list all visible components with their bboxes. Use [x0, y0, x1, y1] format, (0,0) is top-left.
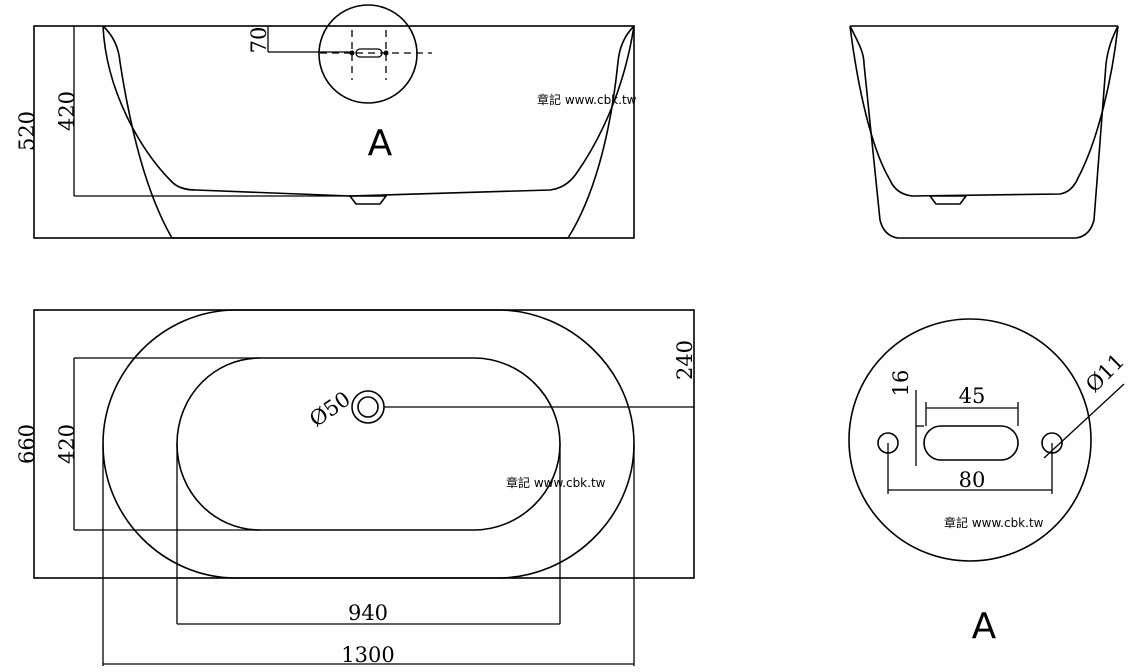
front-tub-outer-profile — [102, 25, 635, 239]
detail-dim-slot-height: 16 — [889, 370, 913, 397]
top-dim-total-length: 1300 — [341, 643, 394, 667]
front-overflow-slot — [355, 48, 383, 58]
top-dim-total-width: 660 — [15, 424, 39, 464]
side-tub-inner-profile — [849, 25, 1119, 197]
detail-watermark: 章記 www.cbk.tw — [944, 515, 1044, 530]
top-drain-inner — [357, 396, 379, 418]
top-tub-outer-outline — [102, 309, 635, 579]
front-overflow-hole-left — [349, 50, 355, 56]
side-view — [849, 25, 1119, 239]
top-watermark: 章記 www.cbk.tw — [506, 475, 606, 490]
detail-a: 16 45 Ø11 80 章記 www.cbk.tw A — [848, 318, 1129, 647]
front-overflow-hole-right — [383, 50, 389, 56]
detail-plate — [848, 318, 1092, 562]
detail-dim-hole: Ø11 — [1081, 349, 1129, 397]
front-label-a: A — [368, 123, 393, 164]
front-tub-inner-profile — [102, 25, 635, 197]
front-watermark: 章記 www.cbk.tw — [537, 92, 637, 107]
front-outer-frame — [33, 25, 635, 239]
top-dim-offset: 240 — [673, 340, 697, 380]
front-dim-inner-height: 420 — [55, 91, 79, 131]
side-drain-outlet — [928, 195, 968, 205]
front-view: 520 420 70 A 章記 www.cbk.tw — [15, 4, 637, 239]
detail-slot — [923, 425, 1019, 461]
top-dim-drain: Ø50 — [305, 387, 355, 432]
front-dim-total-height: 520 — [15, 111, 39, 151]
detail-dim-slot-length: 45 — [959, 384, 986, 408]
detail-label-a: A — [972, 606, 997, 647]
front-dim-overflow: 70 — [247, 27, 271, 54]
front-drain-outlet — [348, 195, 388, 205]
front-overflow-circle — [318, 4, 418, 104]
top-dim-inner-width: 420 — [55, 424, 79, 464]
detail-hole-leader — [1043, 383, 1125, 459]
top-drain-outer — [351, 390, 385, 424]
side-tub-outer-profile — [849, 25, 1119, 239]
top-basin-outline — [176, 357, 561, 531]
top-view: 660 420 240 Ø50 940 1300 章記 www.cbk.tw — [15, 309, 697, 667]
detail-dim-hole-spacing: 80 — [959, 468, 986, 492]
top-dim-inner-length: 940 — [348, 601, 388, 625]
